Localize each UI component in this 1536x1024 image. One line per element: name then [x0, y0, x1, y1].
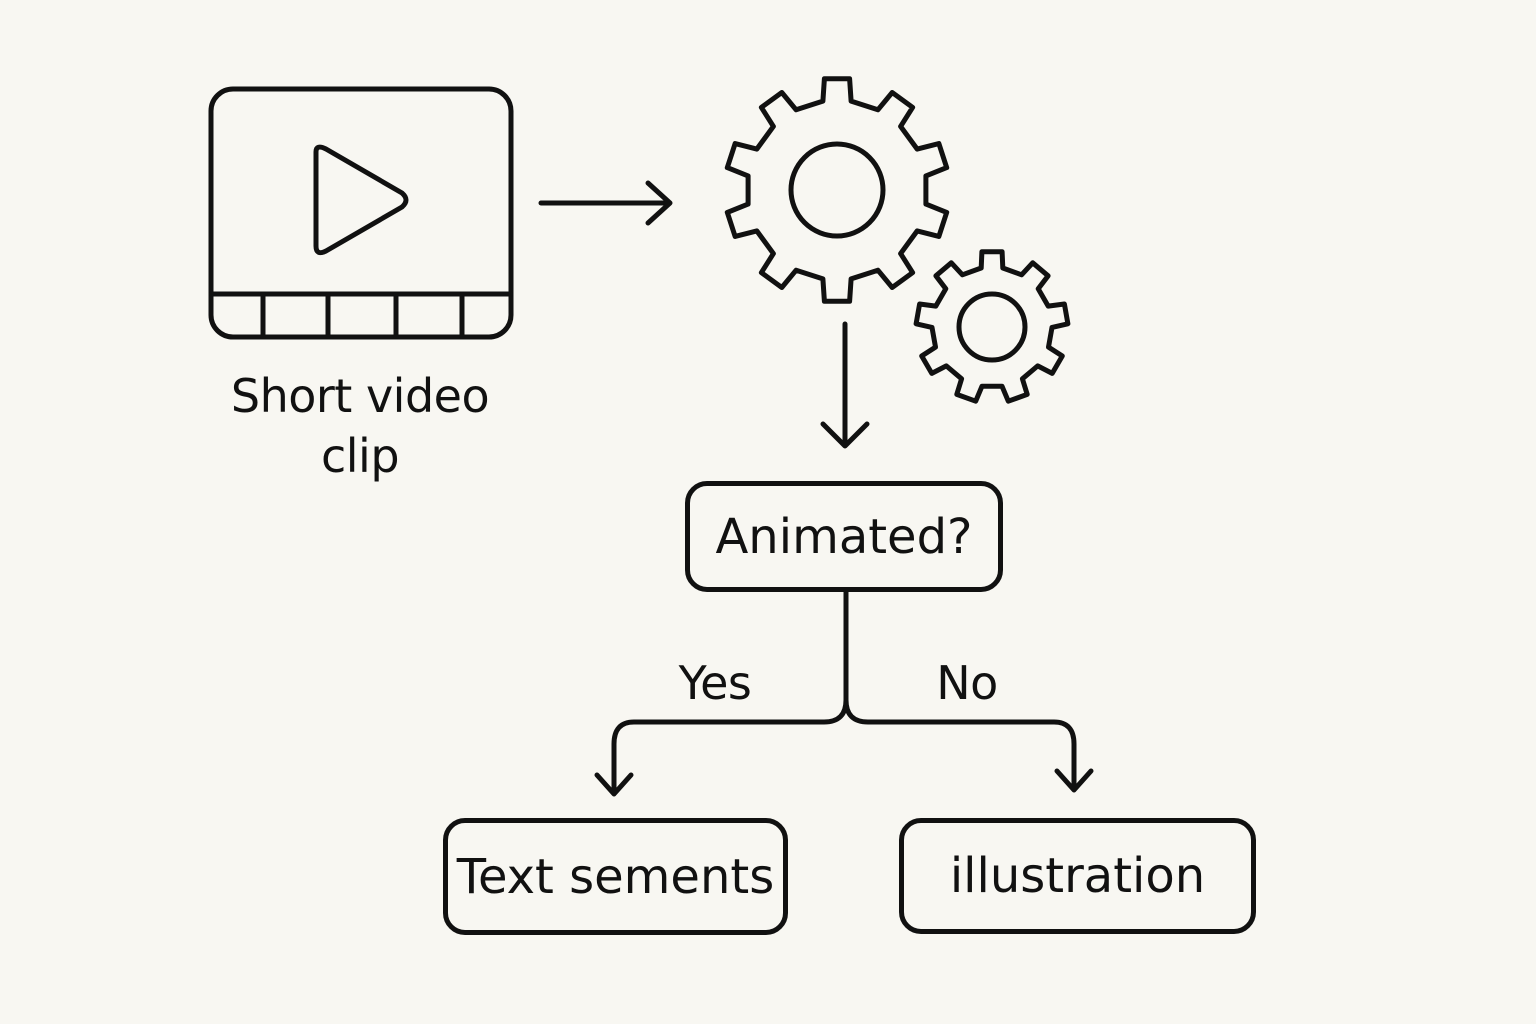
input-label-line1: Short video — [230, 369, 490, 423]
decision-label: Animated? — [715, 508, 973, 565]
arrow-to-no — [1054, 768, 1094, 793]
large-gear-icon — [724, 76, 950, 304]
arrow-process-to-decision — [820, 321, 870, 449]
outcome-yes-label: Text sements — [456, 848, 775, 905]
arrow-to-yes — [594, 772, 634, 797]
decision-node: Animated? — [685, 481, 1003, 592]
outcome-no-label: illustration — [949, 848, 1206, 904]
play-icon — [313, 144, 409, 256]
branch-yes-label: Yes — [678, 656, 752, 710]
input-label-line2: clip — [320, 429, 400, 483]
arrow-video-to-process — [538, 180, 673, 226]
branch-connectors — [594, 589, 1094, 797]
outcome-yes-node: Text sements — [443, 818, 788, 935]
small-gear-icon — [913, 249, 1071, 404]
branch-no-label: No — [936, 656, 998, 710]
outcome-no-node: illustration — [899, 818, 1256, 934]
video-clip-icon — [208, 86, 514, 340]
